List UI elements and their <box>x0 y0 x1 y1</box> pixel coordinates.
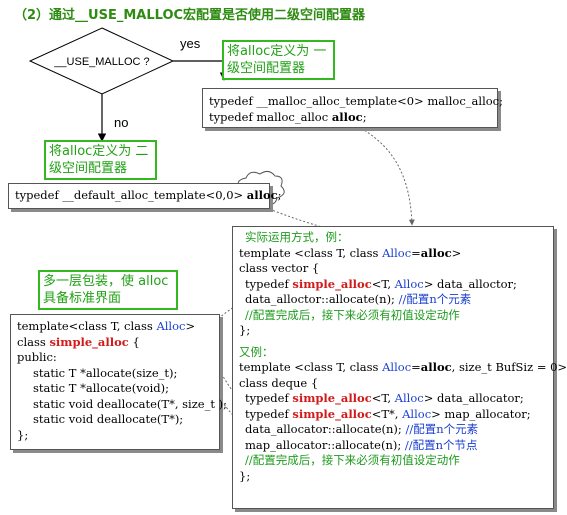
deq-line4: typedef simple_alloc<T*, Alloc> map_allo… <box>245 406 531 421</box>
yes-edge <box>173 60 229 81</box>
vec-line2: class vector { <box>239 261 320 275</box>
deq-line1: template <class T, class Alloc=alloc, si… <box>239 360 567 374</box>
no-label: no <box>114 115 128 130</box>
sa-line8: }; <box>17 427 29 442</box>
typedef-first-level: typedef __malloc_alloc_template<0> mallo… <box>202 88 504 128</box>
sa-line2: class simple_alloc { <box>17 334 140 349</box>
yes-label: yes <box>180 36 201 51</box>
typedef-first-line1: typedef __malloc_alloc_template<0> mallo… <box>209 94 504 108</box>
vec-line1: template <class T, class Alloc=alloc> <box>239 245 462 260</box>
typedef-first-line2: typedef malloc_alloc alloc; <box>209 109 367 124</box>
vec-line3: typedef simple_alloc<T, Alloc> data_allo… <box>245 276 517 291</box>
typedef-second-level: typedef __default_alloc_template<0,0> al… <box>8 183 282 209</box>
deq-line5: data_allocator::allocate(n); //配置n个元素 <box>245 422 479 436</box>
deq-line3: typedef simple_alloc<T, Alloc> data_allo… <box>245 391 524 405</box>
page-title: （2）通过__USE_MALLOC宏配置是否使用二级空间配置器 <box>14 8 366 23</box>
vec-line6: }; <box>239 323 251 337</box>
dotted-link-deque-1 <box>207 341 263 421</box>
sa-line7: static void deallocate(T*); <box>33 412 184 426</box>
sa-line4: static T *allocate(size_t); <box>33 365 178 380</box>
note-wrapper: 多一层包装，使 alloc具备标准界面 <box>38 270 178 310</box>
diamond-label: __USE_MALLOC ? <box>53 56 149 68</box>
typedef-second-line: typedef __default_alloc_template<0,0> al… <box>15 188 282 202</box>
vec-line4: data_alloctor::allocate(n); //配置n个元素 <box>245 292 472 306</box>
usage-caption-2: 又例： <box>239 344 274 359</box>
deq-line2: class deque { <box>239 375 319 390</box>
deq-line8: }; <box>239 468 251 483</box>
note-second-level: 将alloc定义为 二级空间配置器 <box>44 140 157 180</box>
usage-caption-1: 实际运用方式，例： <box>245 230 349 244</box>
deq-line6: map_allocator::allocate(n); //配置n个节点 <box>245 437 478 452</box>
note-first-level: 将alloc定义为 一级空间配置器 <box>222 40 335 80</box>
sa-line1: template<class T, class Alloc> <box>17 319 196 333</box>
vec-line5: //配置完成后，接下来必须有初值设定动作 <box>245 307 460 322</box>
dotted-link-first <box>357 125 415 226</box>
simple-alloc-box: template<class T, class Alloc> class sim… <box>10 314 227 450</box>
sa-line5: static T *allocate(void); <box>33 381 170 395</box>
sa-line3: public: <box>17 350 57 364</box>
deq-line7: //配置完成后，接下来必须有初值设定动作 <box>245 453 460 467</box>
sa-line6: static void deallocate(T*, size_t ); <box>33 396 227 411</box>
usage-example-box: 实际运用方式，例： template <class T, class Alloc… <box>232 226 567 509</box>
